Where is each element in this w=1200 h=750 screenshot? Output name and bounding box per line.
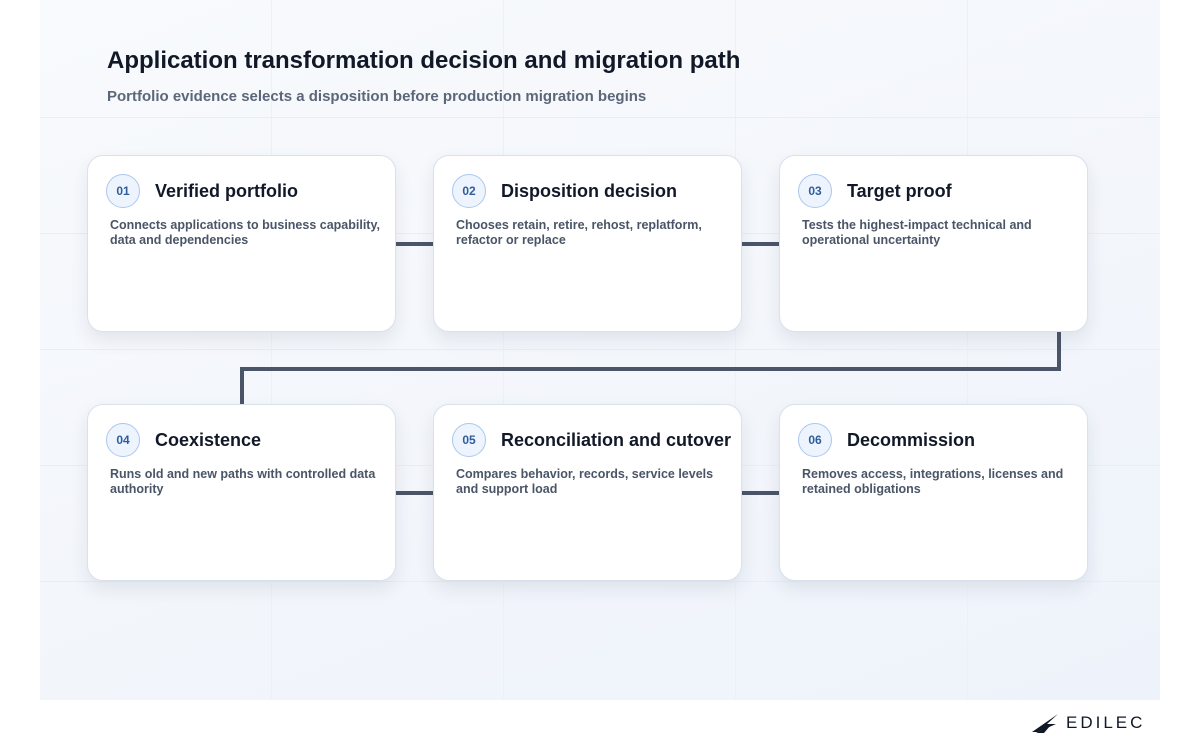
step-title: Coexistence: [155, 430, 262, 450]
step-title: Verified portfolio: [155, 181, 299, 201]
grid-line: [271, 0, 272, 700]
page-subtitle: Portfolio evidence selects a disposition…: [107, 88, 647, 105]
step-title: Target proof: [847, 181, 952, 201]
step-title: Decommission: [847, 430, 976, 450]
step-description: Runs old and new paths with controlled d…: [110, 467, 376, 496]
step-description: Connects applications to business capabi…: [110, 218, 380, 247]
step-card-target-proof: 03 Target proof Tests the highest-impact…: [779, 155, 1088, 332]
grid-line: [735, 0, 736, 700]
step-number-badge: 02: [452, 174, 486, 208]
step-description: Tests the highest-impact technical and o…: [802, 218, 1032, 247]
step-number-badge: 05: [452, 423, 486, 457]
step-number-badge: 04: [106, 423, 140, 457]
step-card-coexistence: 04 Coexistence Runs old and new paths wi…: [87, 404, 396, 581]
step-card-reconciliation-and-cutover: 05 Reconciliation and cutover Compares b…: [433, 404, 742, 581]
grid-line: [40, 349, 1160, 350]
grid-line: [503, 0, 504, 700]
step-number-badge: 06: [798, 423, 832, 457]
bird-wing-icon: [1032, 714, 1058, 733]
grid-line: [40, 581, 1160, 582]
brand-logo-text: EDILEC: [1066, 713, 1146, 732]
step-title: Reconciliation and cutover: [501, 430, 732, 450]
step-card-decommission: 06 Decommission Removes access, integrat…: [779, 404, 1088, 581]
grid-line: [40, 117, 1160, 118]
grid-line: [967, 0, 968, 700]
background-panel: [40, 0, 1160, 700]
step-description: Chooses retain, retire, rehost, replatfo…: [456, 218, 702, 247]
step-number-badge: 03: [798, 174, 832, 208]
step-description: Compares behavior, records, service leve…: [456, 467, 714, 496]
step-title: Disposition decision: [501, 181, 678, 201]
step-card-disposition-decision: 02 Disposition decision Chooses retain, …: [433, 155, 742, 332]
step-card-verified-portfolio: 01 Verified portfolio Connects applicati…: [87, 155, 396, 332]
page-title: Application transformation decision and …: [107, 47, 741, 74]
brand-logo: EDILEC: [1030, 710, 1145, 736]
step-description: Removes access, integrations, licenses a…: [802, 467, 1064, 496]
step-number-badge: 01: [106, 174, 140, 208]
